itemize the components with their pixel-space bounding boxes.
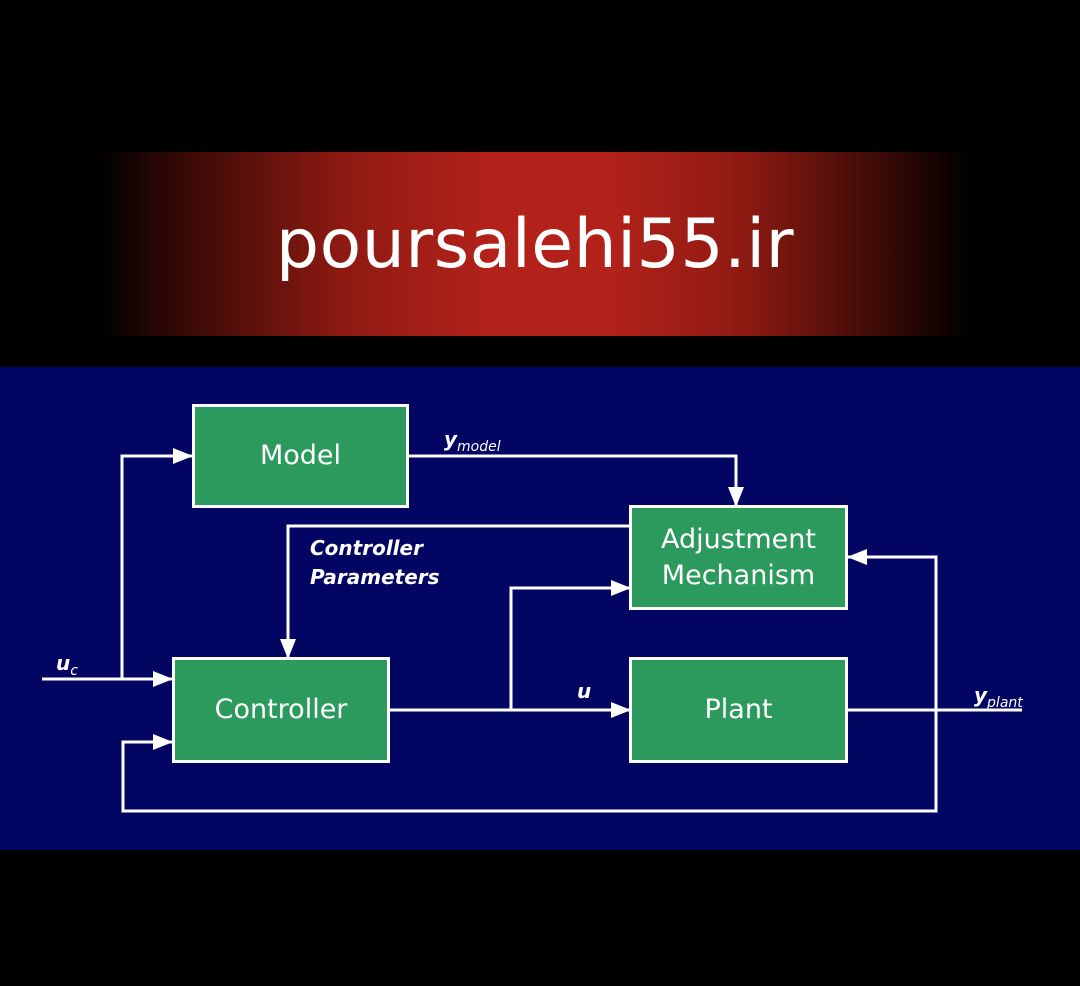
controller-parameters-line1: Controller: [310, 536, 423, 560]
controller-label: Controller: [214, 694, 348, 726]
controller-parameters-line2: Parameters: [310, 565, 440, 589]
plant-label: Plant: [704, 694, 773, 726]
u-label: u: [577, 679, 592, 703]
u-to-adjustment-arrow: [509, 580, 631, 710]
ymodel-arrow: [408, 454, 744, 507]
y-plant-label: yplant: [974, 683, 1023, 711]
site-url-text: poursalehi55.ir: [275, 205, 795, 284]
adjustment-label-line2: Mechanism: [661, 559, 816, 591]
site-banner: poursalehi55.ir: [100, 152, 970, 336]
plant-block: Plant: [629, 657, 848, 763]
controller-parameters-label: Controller Parameters: [310, 534, 440, 592]
uc-label: uc: [56, 651, 78, 679]
y-model-label: ymodel: [444, 427, 501, 455]
mrac-block-diagram: Model Adjustment Mechanism Controller Pl…: [0, 367, 1080, 850]
uc-to-model-arrow: [120, 448, 193, 679]
yplant-feedback-arrow: [121, 710, 938, 813]
adjustment-mechanism-block: Adjustment Mechanism: [629, 505, 848, 610]
yplant-to-adjustment-arrow: [847, 549, 938, 710]
diagram-connections: [42, 448, 1022, 813]
controller-parameters-arrow: [280, 524, 630, 659]
controller-block: Controller: [172, 657, 390, 763]
model-label: Model: [259, 440, 342, 472]
adjustment-label-line1: Adjustment: [660, 524, 816, 556]
model-block: Model: [192, 404, 409, 508]
